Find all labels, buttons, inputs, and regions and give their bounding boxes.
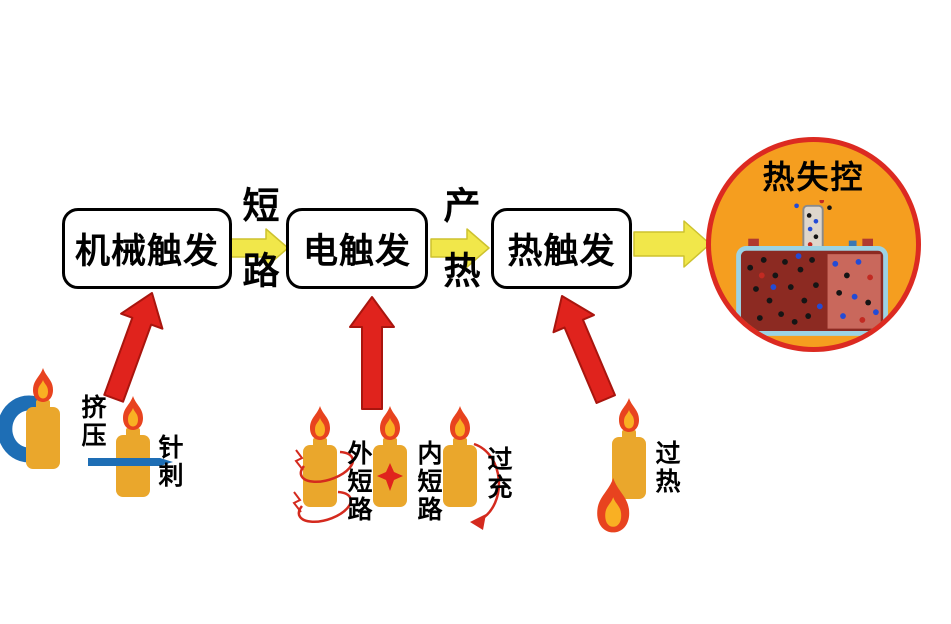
flame-icon (33, 368, 53, 402)
crush-illustration (0, 368, 60, 469)
cause-label-needle: 针刺 (155, 434, 183, 490)
spark-icon (377, 463, 403, 491)
stage-label-electrical: 电触发 (302, 232, 411, 271)
stage-box-thermal: 热触发 (491, 208, 632, 289)
battery-icon (303, 438, 337, 507)
stage-label-thermal: 热触发 (507, 232, 616, 271)
flame-icon (123, 396, 143, 430)
red-arrow-thermal-icon (540, 286, 628, 409)
overheat-illustration (597, 398, 646, 533)
thermal-runaway-battery-illustration (735, 200, 888, 336)
connector-label-short-circuit: 短路 (237, 186, 278, 316)
battery-icon (443, 438, 477, 507)
stage-box-electrical: 电触发 (286, 208, 428, 289)
flame-icon (310, 406, 330, 440)
flame-icon (619, 398, 639, 432)
overcharge-arrow-icon (470, 442, 501, 530)
thermal-runaway-title: 热失控 (762, 159, 865, 195)
battery-icon (26, 400, 60, 469)
overcharge-illustration (443, 406, 501, 530)
thermal-runaway-circle: 热失控 (706, 137, 921, 352)
needle-illustration (88, 396, 173, 497)
stage-label-mechanical: 机械触发 (74, 232, 219, 271)
cause-label-external-short: 外短路 (344, 440, 372, 524)
cause-label-crush: 挤压 (78, 394, 106, 450)
connector-label-heat-generation: 产热 (438, 186, 479, 316)
needle-icon (88, 458, 173, 466)
flame-icon (380, 406, 400, 440)
internal-short-illustration (373, 406, 407, 507)
flame-icon (450, 406, 470, 440)
battery-cell-icon (735, 238, 888, 336)
cause-label-overheat: 过热 (652, 440, 680, 496)
cause-label-internal-short: 内短路 (414, 440, 442, 524)
flow-arrow-icon-result (633, 220, 711, 268)
red-arrow-mechanical-icon (92, 284, 174, 407)
external-short-illustration (292, 406, 355, 523)
short-circuit-loop-icon (292, 449, 355, 523)
stage-box-mechanical: 机械触发 (62, 208, 232, 289)
red-arrow-electrical-icon (349, 296, 395, 410)
vent-tube-icon (793, 200, 832, 256)
cause-label-overcharge: 过充 (484, 446, 512, 502)
